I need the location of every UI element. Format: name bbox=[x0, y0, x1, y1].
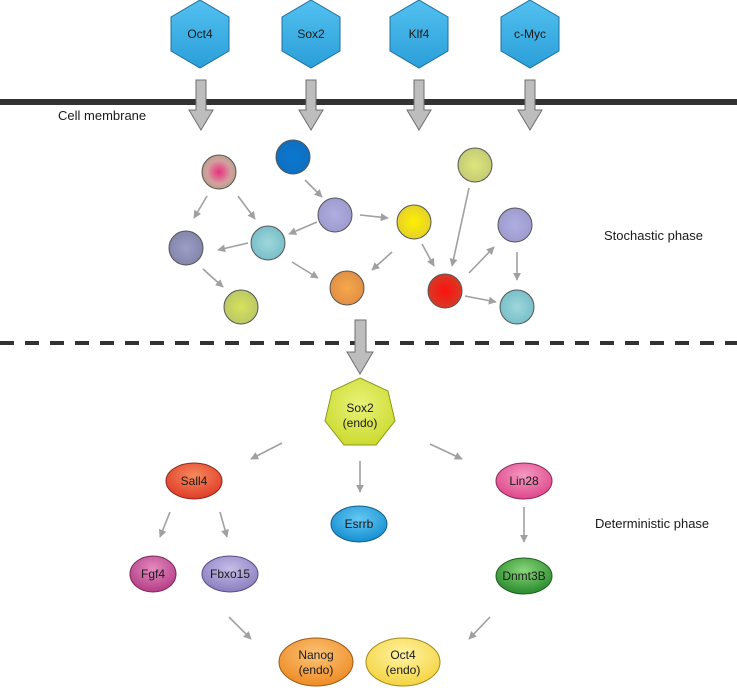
factor-cmyc: c-Myc bbox=[500, 0, 560, 69]
arrow bbox=[429, 443, 463, 460]
arrow bbox=[421, 243, 435, 267]
node-red bbox=[427, 273, 463, 309]
hexagon-shape bbox=[281, 0, 341, 69]
factor-oct4: Oct4 bbox=[170, 0, 230, 69]
arrow bbox=[359, 213, 389, 222]
sox2-entry-arrow bbox=[298, 79, 324, 131]
arrow bbox=[237, 195, 256, 220]
hexagon-shape bbox=[500, 0, 560, 69]
arrow bbox=[449, 187, 470, 267]
node-purple-center bbox=[317, 197, 353, 233]
heptagon-shape bbox=[324, 377, 396, 446]
gene-lin28-label: Lin28 bbox=[509, 474, 539, 488]
arrow bbox=[291, 261, 319, 279]
ellipse-shape bbox=[201, 555, 259, 593]
gene-fgf4: Fgf4 bbox=[129, 555, 177, 593]
gene-nanog-endo-label: Nanog bbox=[298, 648, 333, 662]
gene-sox2-endo-sublabel: (endo) bbox=[343, 416, 378, 430]
gene-sox2-endo-label: Sox2 bbox=[346, 401, 374, 415]
gene-oct4-endo-label: Oct4 bbox=[390, 648, 416, 662]
klf4-entry-arrow bbox=[406, 79, 432, 131]
arrow bbox=[464, 295, 497, 305]
ellipse-shape bbox=[278, 637, 354, 687]
node-yellow bbox=[396, 204, 432, 240]
arrow bbox=[250, 442, 283, 460]
deterministic-phase-label: Deterministic phase bbox=[595, 516, 709, 531]
arrow bbox=[288, 221, 318, 235]
factor-sox2: Sox2 bbox=[281, 0, 341, 69]
arrow bbox=[217, 242, 249, 253]
arrow bbox=[219, 511, 229, 538]
arrow bbox=[158, 511, 171, 538]
ellipse-shape bbox=[495, 462, 553, 500]
deterministic-arrows bbox=[158, 442, 528, 640]
factor-oct4-label: Oct4 bbox=[187, 27, 213, 41]
arrow bbox=[304, 179, 323, 198]
node-gray-left bbox=[168, 230, 204, 266]
gene-esrrb: Esrrb bbox=[330, 505, 388, 543]
arrow bbox=[193, 195, 208, 219]
gene-sall4: Sall4 bbox=[165, 462, 223, 500]
gene-sall4-label: Sall4 bbox=[181, 474, 208, 488]
gene-fbxo15: Fbxo15 bbox=[201, 555, 259, 593]
transition-arrow bbox=[346, 319, 374, 375]
ellipse-shape bbox=[330, 505, 388, 543]
factor-sox2-label: Sox2 bbox=[297, 27, 325, 41]
hexagon-shape bbox=[170, 0, 230, 69]
ellipse-shape bbox=[365, 637, 441, 687]
ellipse-shape bbox=[165, 462, 223, 500]
node-pink bbox=[201, 154, 237, 190]
node-teal-left bbox=[250, 225, 286, 261]
node-purple-right bbox=[497, 207, 533, 243]
gene-esrrb-label: Esrrb bbox=[345, 517, 374, 531]
factor-klf4: Klf4 bbox=[389, 0, 449, 69]
arrow bbox=[468, 246, 495, 274]
stochastic-phase-label: Stochastic phase bbox=[604, 228, 703, 243]
cmyc-entry-arrow bbox=[517, 79, 543, 131]
gene-dnmt3b: Dnmt3B bbox=[495, 557, 553, 595]
node-yellowgreen-bottom bbox=[223, 289, 259, 325]
gene-nanog-endo-sublabel: (endo) bbox=[299, 663, 334, 677]
cell-membrane-label: Cell membrane bbox=[58, 108, 146, 123]
stochastic-network bbox=[168, 139, 535, 325]
gene-dnmt3b-label: Dnmt3B bbox=[502, 569, 545, 583]
arrow bbox=[468, 616, 491, 640]
node-teal-right bbox=[499, 289, 535, 325]
oct4-entry-arrow bbox=[188, 79, 214, 131]
node-blue bbox=[275, 139, 311, 175]
stochastic-arrows bbox=[193, 179, 521, 305]
factor-klf4-label: Klf4 bbox=[409, 27, 430, 41]
gene-oct4-endo: Oct4 (endo) bbox=[365, 637, 441, 687]
arrow bbox=[202, 268, 224, 288]
hexagon-shape bbox=[389, 0, 449, 69]
ellipse-shape bbox=[129, 555, 177, 593]
gene-fgf4-label: Fgf4 bbox=[141, 567, 165, 581]
gene-sox2-endo: Sox2 (endo) bbox=[324, 377, 396, 446]
arrow bbox=[371, 251, 393, 271]
node-orange bbox=[329, 270, 365, 306]
arrow bbox=[228, 616, 252, 640]
gene-oct4-endo-sublabel: (endo) bbox=[386, 663, 421, 677]
gene-nanog-endo: Nanog (endo) bbox=[278, 637, 354, 687]
gene-fbxo15-label: Fbxo15 bbox=[210, 567, 250, 581]
ellipse-shape bbox=[495, 557, 553, 595]
factor-cmyc-label: c-Myc bbox=[514, 27, 546, 41]
node-olive-top bbox=[457, 147, 493, 183]
factor-entry-arrows bbox=[188, 79, 543, 131]
gene-lin28: Lin28 bbox=[495, 462, 553, 500]
